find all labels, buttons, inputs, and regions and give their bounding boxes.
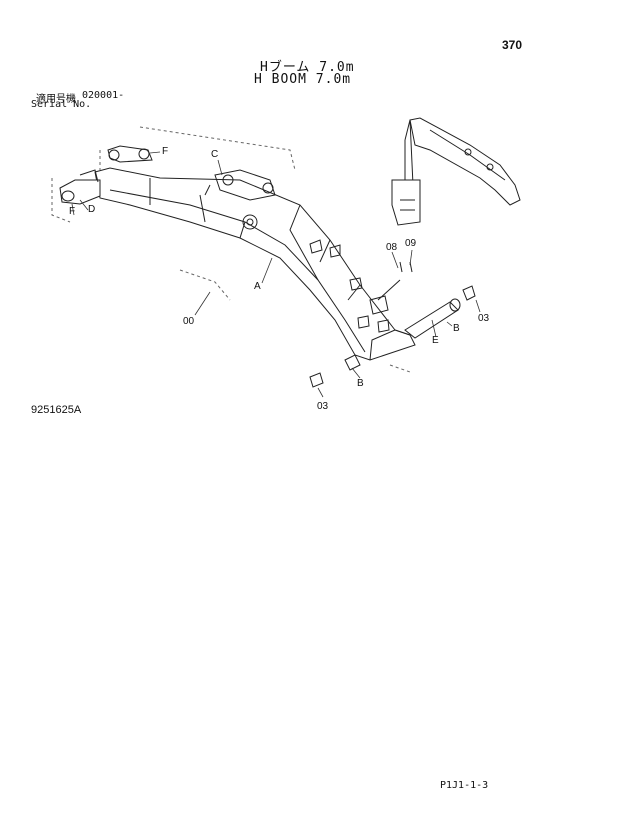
serial-label-jp: 適用号機 (36, 94, 76, 105)
inset-boom-view (391, 117, 521, 226)
pin-assembly (309, 261, 476, 388)
boom-top-hardware (204, 169, 390, 333)
page-title-en: H BOOM 7.0m (254, 72, 352, 87)
callout-C: C (211, 149, 219, 160)
figure-number: 9251625A (31, 404, 82, 416)
callout-09: 09 (405, 238, 417, 249)
callout-03-lower: 03 (317, 401, 329, 412)
page-number: 370 (502, 38, 523, 52)
callout-00: 00 (183, 316, 195, 327)
callout-A: A (254, 281, 261, 292)
callout-03-right: 03 (478, 313, 490, 324)
callout-08: 08 (386, 242, 398, 253)
serial-label-en: Serial No. (31, 99, 92, 110)
leader-lines (71, 151, 481, 398)
boom-body (94, 167, 416, 361)
callout-F-lower: F (69, 206, 76, 217)
serial-value: 020001- (82, 90, 125, 101)
callout-E: E (432, 335, 439, 346)
boom-foot (59, 145, 153, 205)
callout-B-right: B (453, 323, 460, 334)
callout-F-upper: F (162, 146, 169, 157)
page-title-jp: Hブーム 7.0m (260, 60, 355, 75)
footer-code: P1J1-1-3 (440, 780, 489, 791)
callout-D: D (88, 204, 96, 215)
dashed-outline (51, 126, 411, 373)
callout-B-lower: B (357, 378, 364, 389)
